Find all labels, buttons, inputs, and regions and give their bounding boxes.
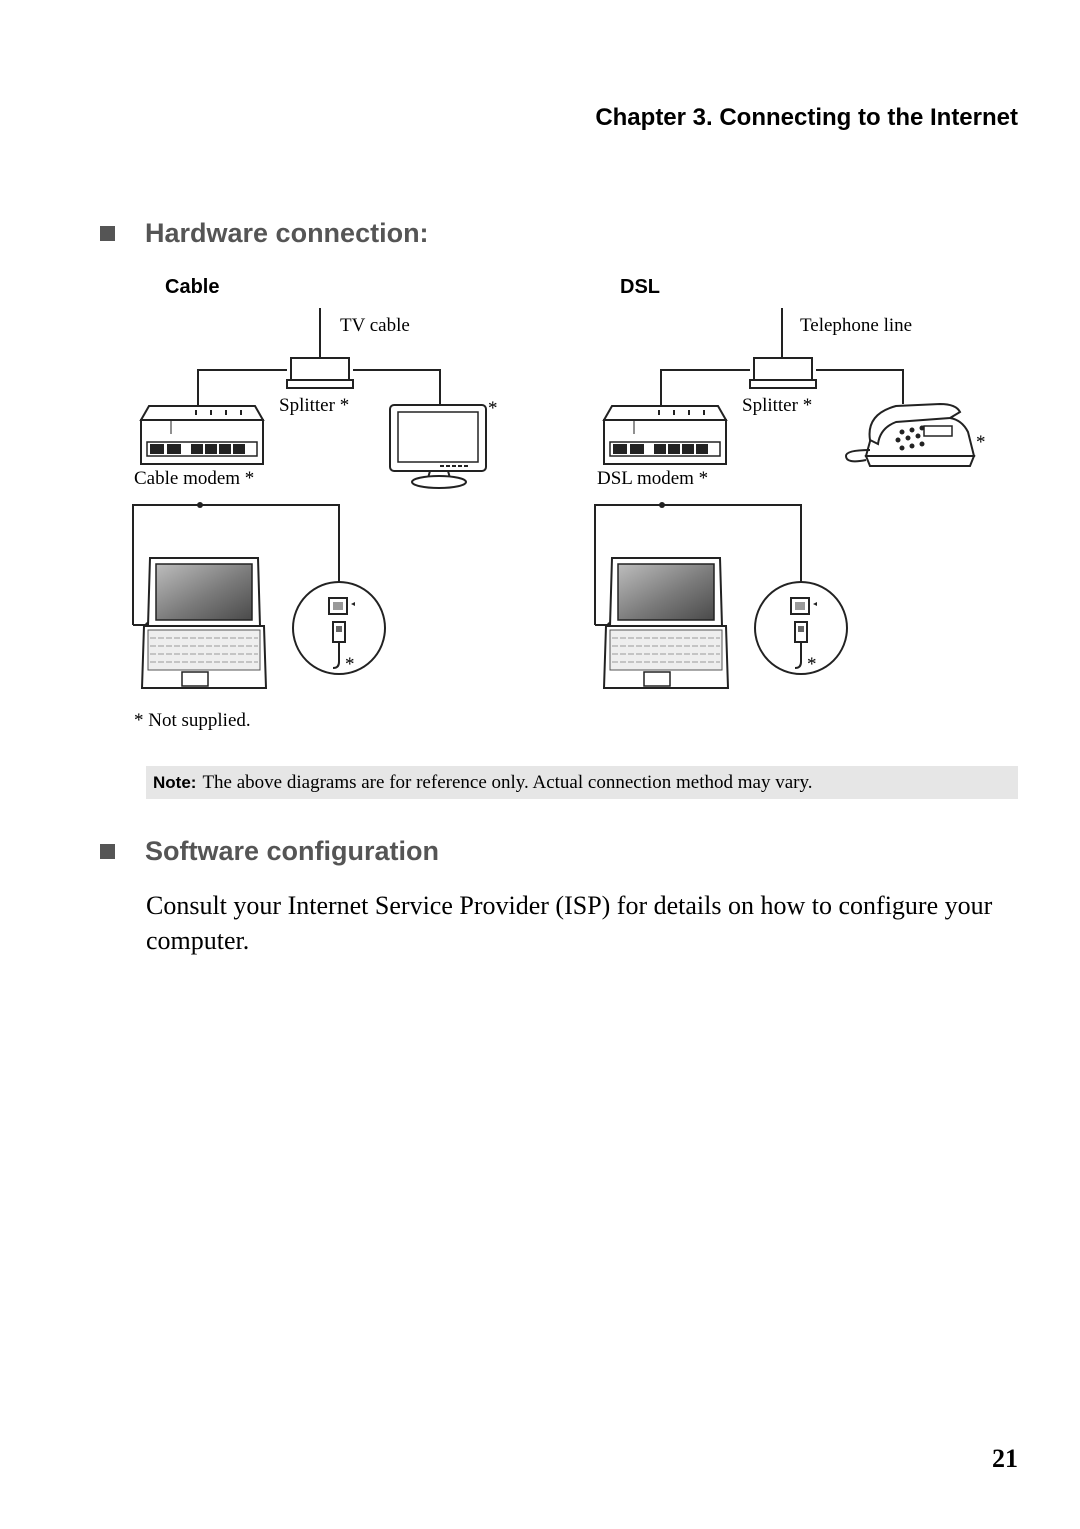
tv-cable-label: TV cable <box>340 315 410 336</box>
cable-ethernet-line <box>132 504 340 625</box>
note-text: The above diagrams are for reference onl… <box>202 771 813 793</box>
dsl-modem-icon <box>603 405 727 465</box>
tv-asterisk: * <box>488 398 498 419</box>
hardware-connection-heading: Hardware connection: <box>100 218 429 249</box>
telephone-line-label: Telephone line <box>800 315 912 336</box>
bullet-square-icon <box>100 844 115 859</box>
page-number: 21 <box>992 1444 1018 1473</box>
dsl-lan-port-icon <box>754 581 848 675</box>
dsl-splitter-to-modem-line <box>660 369 750 408</box>
connection-diagram: Cable TV cable Splitter * Cable modem * … <box>132 276 986 731</box>
cable-modem-icon <box>140 405 264 465</box>
dsl-lan-asterisk: * <box>807 654 817 675</box>
dsl-junction-dot <box>659 502 665 508</box>
note-box: Note: The above diagrams are for referen… <box>146 766 1018 799</box>
cable-junction-dot <box>197 502 203 508</box>
cable-splitter-label: Splitter * <box>279 395 349 416</box>
dsl-splitter-label: Splitter * <box>742 395 812 416</box>
software-heading-text: Software configuration <box>145 836 440 866</box>
chapter-title: Chapter 3. Connecting to the Internet <box>595 104 1018 131</box>
cable-lan-port-icon <box>292 581 386 675</box>
dsl-splitter-to-phone-line <box>816 369 904 404</box>
dsl-laptop-icon <box>603 557 729 689</box>
phone-asterisk: * <box>976 432 986 453</box>
hardware-heading-text: Hardware connection: <box>145 218 429 248</box>
dsl-modem-label: DSL modem * <box>597 468 708 489</box>
note-label: Note: <box>153 772 197 792</box>
not-supplied-footnote: * Not supplied. <box>134 710 251 731</box>
cable-modem-label: Cable modem * <box>134 468 254 489</box>
software-body-text: Consult your Internet Service Provider (… <box>146 891 993 955</box>
cable-title: Cable <box>165 276 219 298</box>
bullet-square-icon <box>100 226 115 241</box>
cable-splitter-icon <box>286 357 354 389</box>
dsl-ethernet-line <box>594 504 802 625</box>
telephone-icon <box>844 402 976 467</box>
splitter-to-tv-line <box>353 369 441 408</box>
dsl-title: DSL <box>620 276 660 298</box>
tv-monitor-icon <box>389 404 487 489</box>
cable-laptop-icon <box>141 557 267 689</box>
dsl-splitter-icon <box>749 357 817 389</box>
splitter-to-modem-line <box>197 369 287 408</box>
cable-lan-asterisk: * <box>345 654 355 675</box>
software-configuration-heading: Software configuration <box>100 836 439 867</box>
